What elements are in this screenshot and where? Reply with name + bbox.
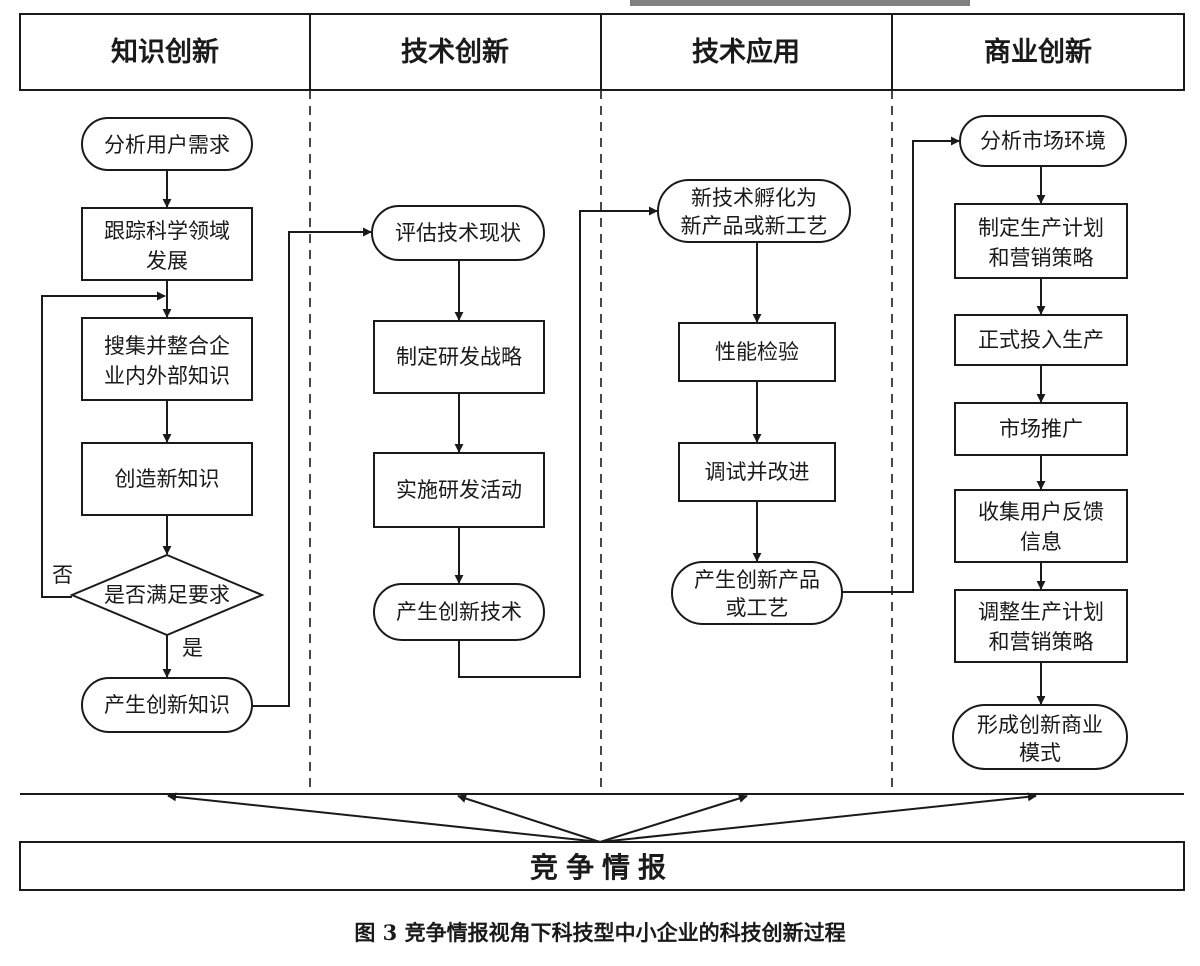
arrow [599, 794, 748, 843]
header-technology-application: 技术应用 [692, 36, 800, 68]
node-label: 性能检验 [715, 340, 799, 364]
node-label: 分析市场环境 [980, 129, 1106, 153]
node-label: 市场推广 [999, 417, 1083, 441]
node-label: 新产品或新工艺 [681, 214, 828, 238]
business-innovation-flow: 分析市场环境 制定生产计划 和营销策略 正式投入生产 市场推广 收集用户反馈 信… [952, 115, 1128, 770]
node-label: 制定研发战略 [396, 345, 522, 369]
connector-technology-to-application [458, 206, 658, 678]
connector-knowledge-to-technology [252, 227, 372, 707]
yes-branch-label: 是 [182, 636, 203, 660]
node-create-new-knowledge [81, 442, 253, 516]
header-row: 知识创新 技术创新 技术应用 商业创新 [19, 13, 1185, 91]
node-label: 产生创新产品 [694, 568, 820, 592]
node-performance-testing [678, 322, 836, 382]
connector-application-to-business [842, 136, 960, 593]
node-start-production [954, 314, 1128, 366]
node-label: 评估技术现状 [395, 221, 521, 245]
node-formulate-rd-strategy [373, 320, 545, 394]
node-label: 制定生产计划 [978, 216, 1104, 240]
node-label: 调试并改进 [705, 460, 810, 484]
arrow [457, 794, 601, 843]
header-business-innovation: 商业创新 [984, 36, 1092, 68]
header-technology-innovation: 技术创新 [401, 36, 509, 68]
node-label: 和营销策略 [989, 630, 1094, 654]
node-form-innovative-business-model [952, 704, 1128, 770]
cropped-top-text [630, 0, 970, 6]
node-gather-integrate-knowledge [81, 317, 253, 401]
arrow [599, 792, 1037, 843]
node-debug-and-improve [678, 442, 836, 502]
node-label: 调整生产计划 [978, 600, 1104, 624]
node-label: 业内外部知识 [104, 364, 230, 388]
node-label: 实施研发活动 [396, 478, 522, 502]
feedback-loop-arrow [41, 291, 166, 598]
node-analyze-market-environment [959, 115, 1127, 167]
node-label: 产生创新技术 [396, 600, 522, 624]
header-knowledge-innovation: 知识创新 [111, 36, 219, 68]
figure-caption: 图 3 竞争情报视角下科技型中小企业的科技创新过程 [354, 920, 845, 945]
node-label: 模式 [1019, 741, 1061, 765]
node-label: 信息 [1020, 530, 1062, 554]
knowledge-innovation-flow: 分析用户需求 跟踪科学领域 发展 搜集并整合企 业内外部知识 创造新知识 是否满… [41, 117, 265, 733]
node-label: 或工艺 [726, 596, 789, 620]
node-label: 是否满足要求 [104, 583, 230, 607]
node-incubate-new-technology [657, 179, 851, 243]
node-label: 创造新知识 [115, 467, 220, 491]
node-make-production-marketing-plan [954, 203, 1128, 279]
competitive-intelligence-label: 竞争情报 [530, 851, 674, 884]
node-label: 收集用户反馈 [978, 500, 1104, 524]
node-label: 新技术孵化为 [691, 186, 817, 210]
no-branch-label: 否 [52, 563, 73, 587]
node-label: 正式投入生产 [978, 328, 1104, 352]
node-label: 和营销策略 [989, 246, 1094, 270]
node-label: 形成创新商业 [977, 713, 1103, 737]
node-label: 跟踪科学领域 [104, 219, 230, 243]
technology-innovation-flow: 评估技术现状 制定研发战略 实施研发活动 产生创新技术 [371, 205, 545, 641]
node-implement-rd-activities [373, 452, 545, 528]
competitive-intelligence-bar [19, 841, 1185, 891]
node-label: 产生创新知识 [104, 693, 230, 717]
technology-application-flow: 新技术孵化为 新产品或新工艺 性能检验 调试并改进 产生创新产品 或工艺 [657, 179, 851, 625]
arrow [167, 792, 601, 843]
node-label: 分析用户需求 [104, 133, 230, 157]
node-adjust-production-marketing-plan [954, 589, 1128, 663]
intelligence-support-arrows [167, 792, 1037, 843]
node-label: 发展 [146, 249, 188, 273]
node-market-promotion [954, 402, 1128, 456]
node-label: 搜集并整合企 [104, 334, 230, 358]
